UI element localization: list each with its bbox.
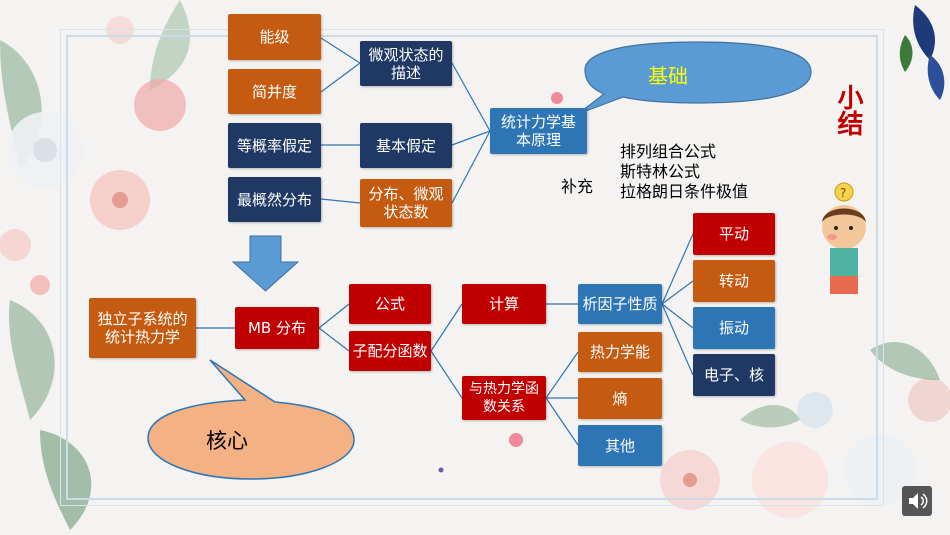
node-jianbingdu[interactable]: 简并度 [228,69,321,114]
node-relixueneng[interactable]: 热力学能 [578,332,662,372]
node-mb-fenbu[interactable]: MB 分布 [235,307,319,349]
node-tongji-yuanli[interactable]: 统计力学基本原理 [490,108,587,154]
node-zhendong[interactable]: 振动 [693,307,775,349]
speaker-icon[interactable] [902,486,932,516]
inner-frame [66,35,878,500]
node-jisuan[interactable]: 计算 [462,284,546,324]
supplement-label: 补充 [561,177,594,196]
node-nengji[interactable]: 能级 [228,14,321,60]
node-yu-relixue[interactable]: 与热力学函数关系 [462,376,546,420]
thinking-boy-illustration: ? [822,182,866,294]
node-jiben-jiading[interactable]: 基本假定 [360,123,452,168]
down-arrow-icon [231,235,300,292]
node-duli-zixitong[interactable]: 独立子系统的统计热力学 [89,298,196,358]
node-fenbu-weiguan[interactable]: 分布、微观状态数 [360,179,452,227]
outer-frame [60,29,884,506]
svg-text:?: ? [840,186,846,200]
side-title: 小结 [833,84,863,136]
node-zipeifen[interactable]: 子配分函数 [349,331,431,371]
supplement-item-1: 排列组合公式 [620,142,717,161]
node-shang[interactable]: 熵 [578,378,662,419]
node-pingdong[interactable]: 平动 [693,213,775,255]
node-dengjilv[interactable]: 等概率假定 [228,123,321,168]
node-dianzi-he[interactable]: 电子、核 [693,354,775,396]
callout-jichu-shape [577,41,812,115]
node-zhuandong[interactable]: 转动 [693,260,775,302]
callout-hexin-shape [147,359,355,480]
node-zuigairan[interactable]: 最概然分布 [228,177,321,222]
supplement-item-2: 斯特林公式 [620,162,701,181]
node-xiyinzi[interactable]: 析因子性质 [578,284,662,324]
supplement-item-3: 拉格朗日条件极值 [620,182,749,201]
node-gongshi[interactable]: 公式 [349,284,431,324]
node-weiguan-miaoshu[interactable]: 微观状态的描述 [360,41,452,86]
callout-jichu-label: 基础 [648,64,688,88]
callout-hexin-label: 核心 [206,429,248,453]
node-qita[interactable]: 其他 [578,425,662,466]
